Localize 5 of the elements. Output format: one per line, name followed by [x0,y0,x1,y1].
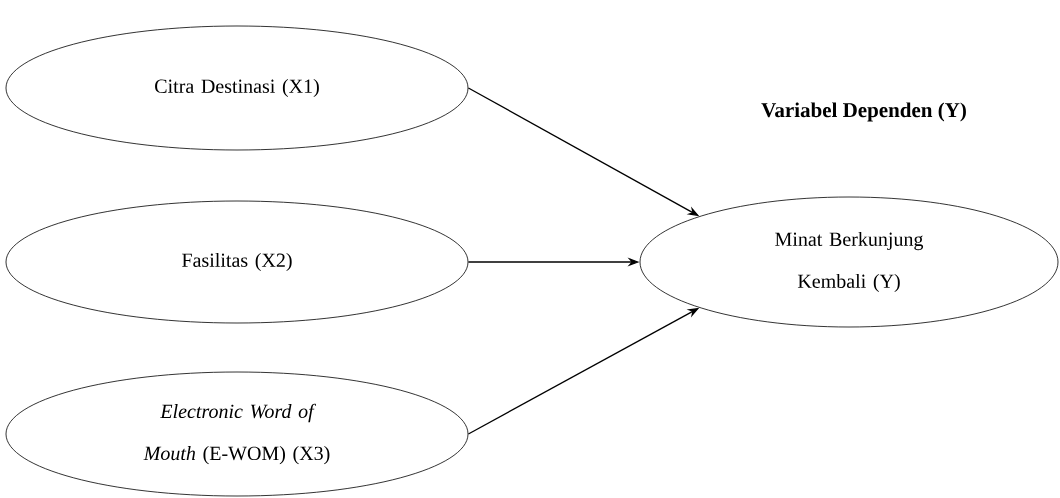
heading: Variabel Dependen (Y) [761,102,966,122]
ellipse-node: Fasilitas (X2) [5,200,469,324]
ellipse-node: Citra Destinasi (X1) [5,25,469,151]
ellipse-node: Minat Berkunjung Kembali (Y) [639,196,1059,328]
ellipse-node: Electronic Word of Mouth (E-WOM) (X3) [5,371,469,497]
